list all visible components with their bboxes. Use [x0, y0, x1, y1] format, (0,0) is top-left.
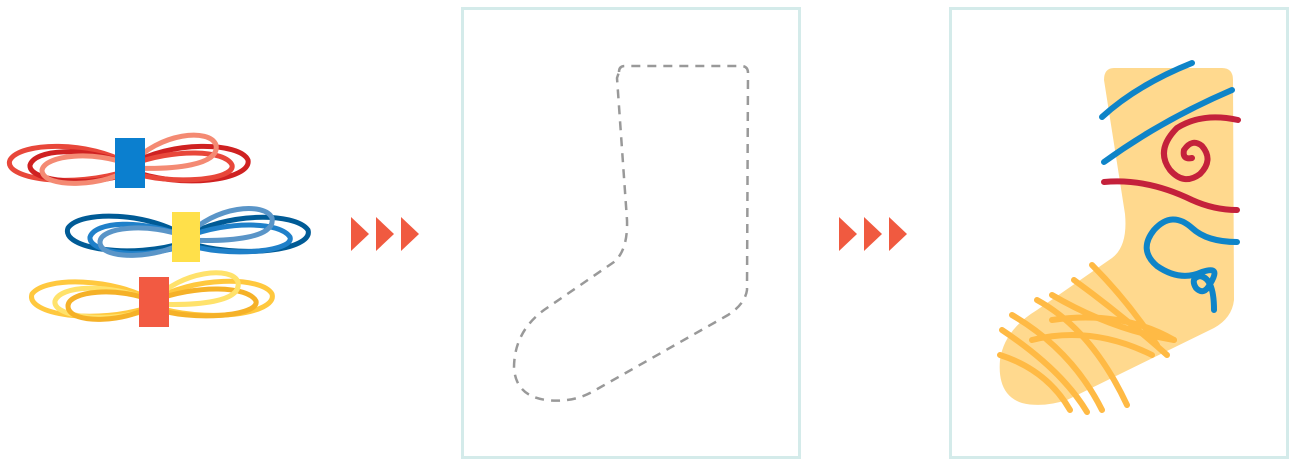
- triple-chevron-arrow-icon: [349, 215, 425, 253]
- dashed-sock-outline-icon: [464, 10, 798, 456]
- blue-yarn-tie: [115, 138, 145, 188]
- triple-chevron-arrow-icon: [837, 215, 913, 253]
- sock-outline-panel: [461, 7, 801, 459]
- wrapped-sock-panel: [949, 7, 1289, 459]
- yarn-bundles-icon: [0, 120, 320, 345]
- yellow-yarn-tie: [172, 212, 200, 262]
- yarn-wrapped-sock-icon: [952, 10, 1286, 456]
- red-yarn-tie: [139, 277, 169, 327]
